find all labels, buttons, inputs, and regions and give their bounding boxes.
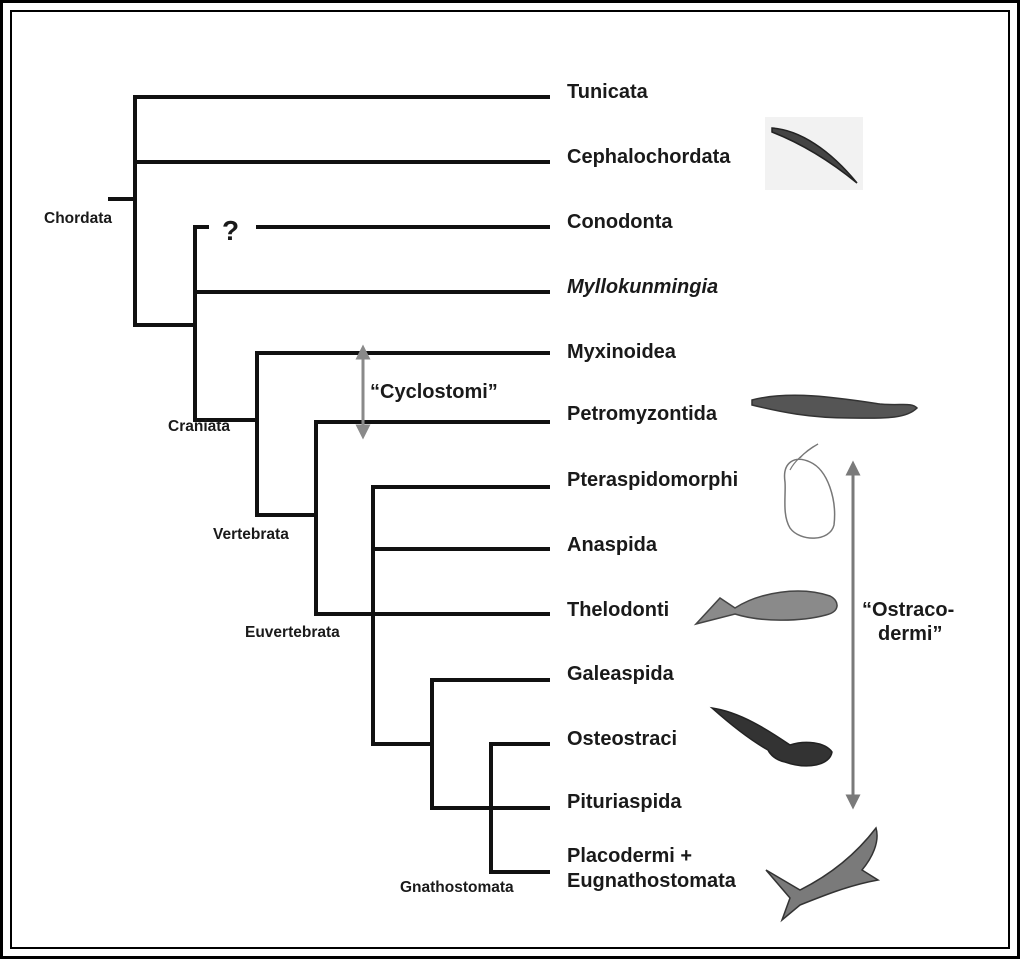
taxon-placodermi-line2: Eugnathostomata <box>567 870 737 892</box>
node-label-chordata: Chordata <box>44 210 112 227</box>
taxon-pituriaspida: Pituriaspida <box>567 791 682 813</box>
node-labels: Chordata Craniata Vertebrata Euvertebrat… <box>44 210 514 896</box>
thelodont-illustration <box>696 591 837 624</box>
taxon-pteraspidomorphi: Pteraspidomorphi <box>567 469 738 491</box>
node-label-craniata: Craniata <box>168 418 230 435</box>
shark-illustration <box>766 828 878 920</box>
illustrations <box>696 117 917 920</box>
taxon-tunicata: Tunicata <box>567 81 649 103</box>
cyclostomi-label: “Cyclostomi” <box>370 381 498 403</box>
taxon-osteostraci: Osteostraci <box>567 728 677 750</box>
osteostracan-illustration <box>712 708 832 766</box>
taxon-labels: Tunicata Cephalochordata Conodonta Myllo… <box>567 81 738 892</box>
taxon-thelodonti: Thelodonti <box>567 599 669 621</box>
taxon-conodonta: Conodonta <box>567 211 673 233</box>
pteraspid-illustration <box>785 444 835 538</box>
taxon-myllokunmingia: Myllokunmingia <box>567 276 718 298</box>
ostracodermi-label-line1: “Ostraco- <box>862 599 954 621</box>
ostracodermi-label-line2: dermi” <box>878 623 942 645</box>
node-label-gnathostomata: Gnathostomata <box>400 879 514 896</box>
taxon-galeaspida: Galeaspida <box>567 663 675 685</box>
amphioxus-illustration <box>765 117 863 190</box>
ostracodermi-bracket: “Ostraco- dermi” <box>853 468 954 802</box>
taxon-cephalochordata: Cephalochordata <box>567 146 731 168</box>
taxon-placodermi-line1: Placodermi + <box>567 845 692 867</box>
taxon-petromyzontida: Petromyzontida <box>567 403 718 425</box>
node-label-euvertebrata: Euvertebrata <box>245 624 340 641</box>
tree-branches <box>110 97 548 872</box>
taxon-myxinoidea: Myxinoidea <box>567 341 677 363</box>
uncertain-mark: ? <box>222 215 239 246</box>
node-label-vertebrata: Vertebrata <box>213 526 289 543</box>
lamprey-illustration <box>752 395 917 418</box>
taxon-anaspida: Anaspida <box>567 534 658 556</box>
